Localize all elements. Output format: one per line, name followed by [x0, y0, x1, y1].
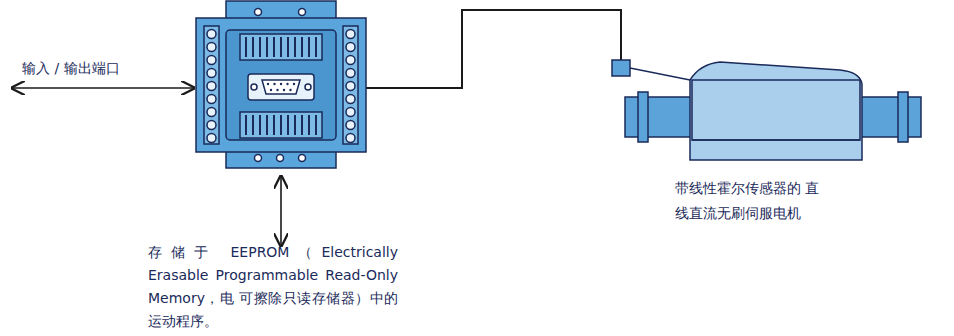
connector-pin: [293, 83, 295, 85]
terminal-screw: [346, 69, 355, 78]
linear-motor: [612, 60, 921, 160]
vent-slot: [252, 115, 254, 135]
vent-slot: [266, 37, 268, 57]
eeprom-arrow: [280, 176, 282, 246]
vent-slot: [308, 115, 310, 135]
terminal-screw: [346, 82, 355, 91]
io-arrow: [12, 87, 194, 89]
vent-slot: [266, 115, 268, 135]
connector-pin: [280, 83, 282, 85]
vent-slot: [294, 37, 296, 57]
vent-slot: [308, 37, 310, 57]
port-label: 输入 / 输出端口: [22, 58, 120, 78]
terminal-screw: [207, 121, 216, 130]
terminal-screw: [346, 108, 355, 117]
vent-slot: [315, 115, 317, 135]
connector-pin: [286, 83, 288, 85]
vent-slot: [280, 115, 282, 135]
controller-drive: [196, 1, 366, 168]
terminal-screw: [207, 134, 216, 143]
vent-slot: [280, 37, 282, 57]
terminal-screw: [346, 121, 355, 130]
vent-slot: [245, 37, 247, 57]
vent-slot: [273, 37, 275, 57]
connector-pin: [270, 89, 272, 91]
connector-pin: [289, 89, 291, 91]
terminal-screw: [346, 56, 355, 65]
vent-slot: [301, 115, 303, 135]
vent-slot: [252, 37, 254, 57]
vent-slot: [315, 37, 317, 57]
terminal-screw: [346, 30, 355, 39]
vent-slot: [287, 37, 289, 57]
vent-slot: [301, 37, 303, 57]
terminal-screw: [346, 134, 355, 143]
terminal-screw: [207, 43, 216, 52]
terminal-screw: [207, 108, 216, 117]
connector-pin: [276, 89, 278, 91]
program-note: 存储于 EEPROM（Electrically Erasable Program…: [148, 241, 398, 333]
terminal-screw: [207, 82, 216, 91]
vent-slot: [259, 115, 261, 135]
vent-slot: [273, 115, 275, 135]
terminal-screw: [207, 56, 216, 65]
vent-slot: [287, 115, 289, 135]
terminal-screw: [207, 30, 216, 39]
vent-slot: [245, 115, 247, 135]
motor-cable: [366, 10, 621, 88]
terminal-screw: [207, 69, 216, 78]
terminal-screw: [207, 95, 216, 104]
vent-slot: [259, 37, 261, 57]
vent-slot: [294, 115, 296, 135]
connector-pin: [267, 83, 269, 85]
connector-pin: [283, 89, 285, 91]
terminal-screw: [346, 95, 355, 104]
motor-label: 带线性霍尔传感器的 直线直流无刷伺服电机: [675, 176, 825, 226]
connector-pin: [273, 83, 275, 85]
terminal-screw: [346, 43, 355, 52]
